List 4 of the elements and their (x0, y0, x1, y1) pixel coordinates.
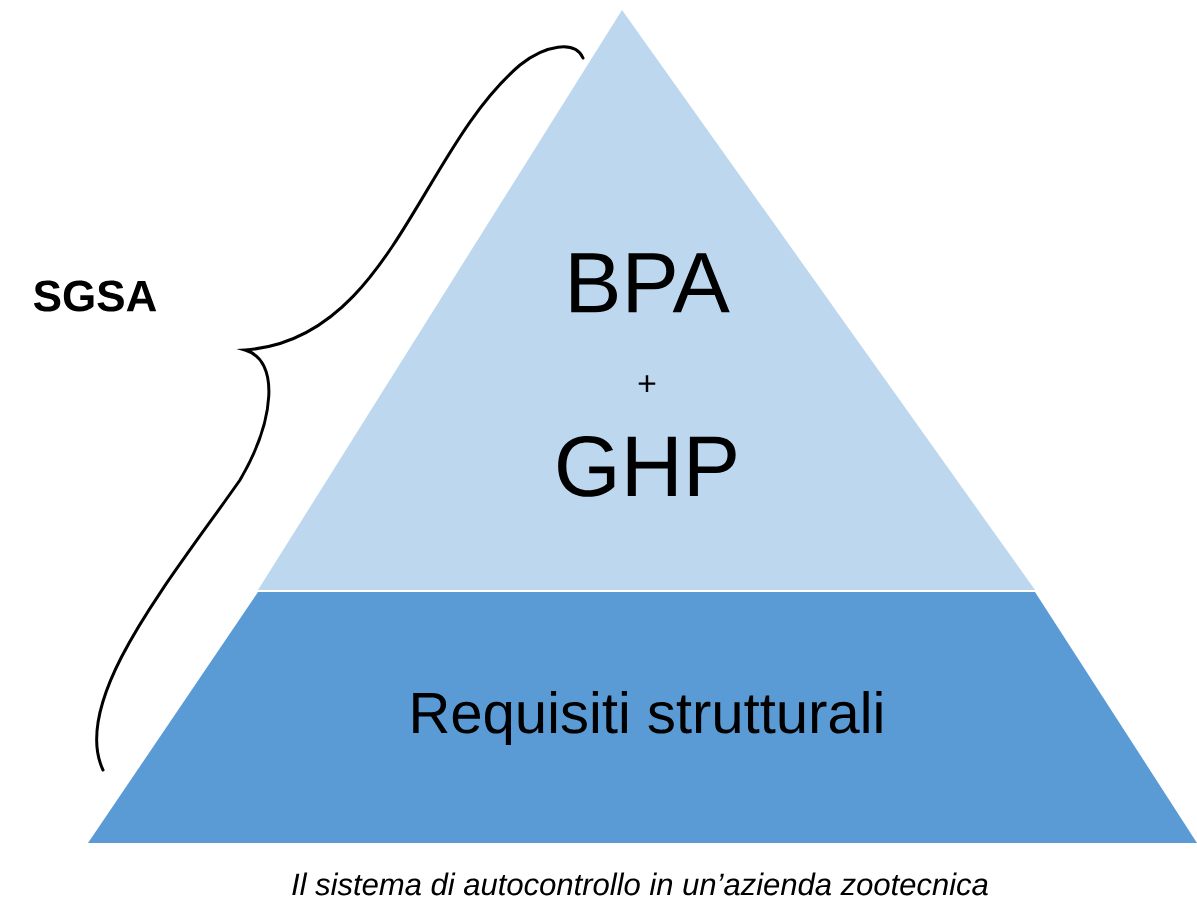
caption: Il sistema di autocontrollo in un’azienda zootecnica (292, 872, 988, 896)
pyramid-tier: BPA + GHP (258, 10, 1035, 590)
pyramid-tier: Requisiti strutturali (88, 592, 1197, 843)
bracket-label: SGSA (33, 280, 157, 312)
